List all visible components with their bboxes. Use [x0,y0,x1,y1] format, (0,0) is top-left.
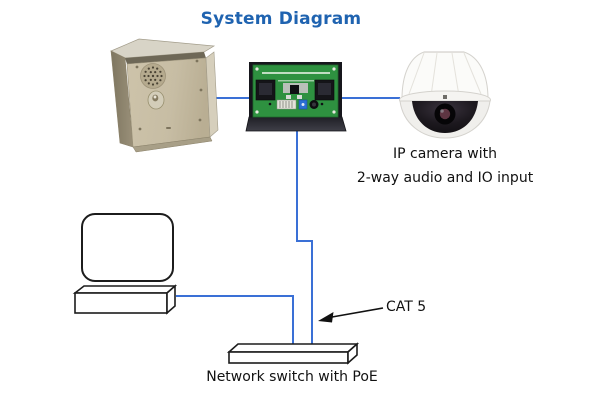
keyboard-front [74,292,168,314]
door-intercom-image [110,38,219,153]
keyboard-side [166,284,176,315]
switch-label: Network switch with PoE [206,369,378,385]
page-title: System Diagram [200,9,362,29]
cat5-arrow [318,307,384,323]
switch-top [226,343,360,353]
camera-caption-line1: IP camera with [392,146,498,162]
network-switch-icon [226,342,360,365]
speaker-grille [140,63,166,89]
camera-caption-line2: 2-way audio and IO input [356,170,534,186]
link-board-switch [296,127,313,352]
link-computer-switch [176,295,294,351]
ip-camera-image [399,51,491,139]
screws [135,59,203,131]
controller-board-image [245,62,347,132]
cable-label: CAT 5 [386,299,427,315]
monitor-outline [81,213,174,282]
keyboard-top [72,285,178,294]
computer-icon [72,213,178,315]
call-button [147,90,165,110]
connector-lines [176,97,400,352]
switch-side [347,342,358,365]
switch-front [228,351,349,364]
